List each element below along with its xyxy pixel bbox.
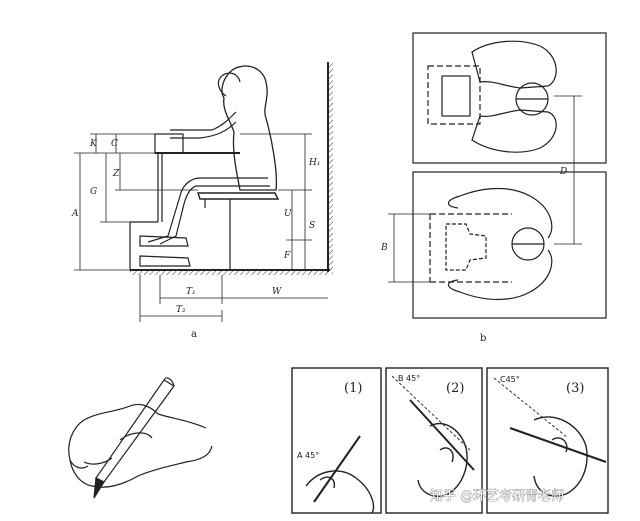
panel-2-angle: B 45° (398, 374, 420, 383)
dim-a-label: A (71, 209, 79, 219)
figure-a-caption: a (191, 329, 197, 340)
dim-s-label: S (309, 221, 315, 231)
panel-2-label: (2) (446, 381, 464, 396)
figure-b-plan-view (388, 32, 607, 319)
pencil-angle-labels: (1) A 45° (2) B 45° (3) C45° (297, 374, 584, 460)
dim-h1-label: H₁ (308, 158, 320, 168)
panel-3-angle: C45° (500, 375, 520, 384)
panel-1-angle: A 45° (297, 451, 319, 460)
dim-w-label: W (272, 287, 282, 297)
dim-t2-label: T₂ (176, 305, 186, 315)
panel-1-label: (1) (344, 381, 362, 396)
pencil-angle-panels (291, 367, 609, 514)
dim-z-label: Z (112, 169, 120, 179)
dim-k-label: K (89, 139, 98, 149)
figure-b-labels: D B b (380, 167, 567, 344)
watermark-text: 知乎 @环艺考研青老师 (430, 488, 564, 504)
dim-d-label: D (559, 167, 567, 177)
dim-b-label: B (380, 243, 388, 253)
dim-c-label: C (111, 139, 118, 149)
panel-3-label: (3) (566, 381, 584, 396)
figure-b-caption: b (480, 333, 486, 344)
dim-f-label: F (283, 251, 291, 261)
dim-g-label: G (90, 187, 97, 197)
figure-a-dimension-labels: K C Z G A H₁ U S F T₁ W T₂ a (71, 139, 320, 340)
dim-u-label: U (284, 209, 292, 219)
figure-a-seated-workstation (74, 62, 333, 322)
hand-holding-pencil-illustration (68, 377, 213, 499)
dim-t1-label: T₁ (186, 287, 196, 297)
